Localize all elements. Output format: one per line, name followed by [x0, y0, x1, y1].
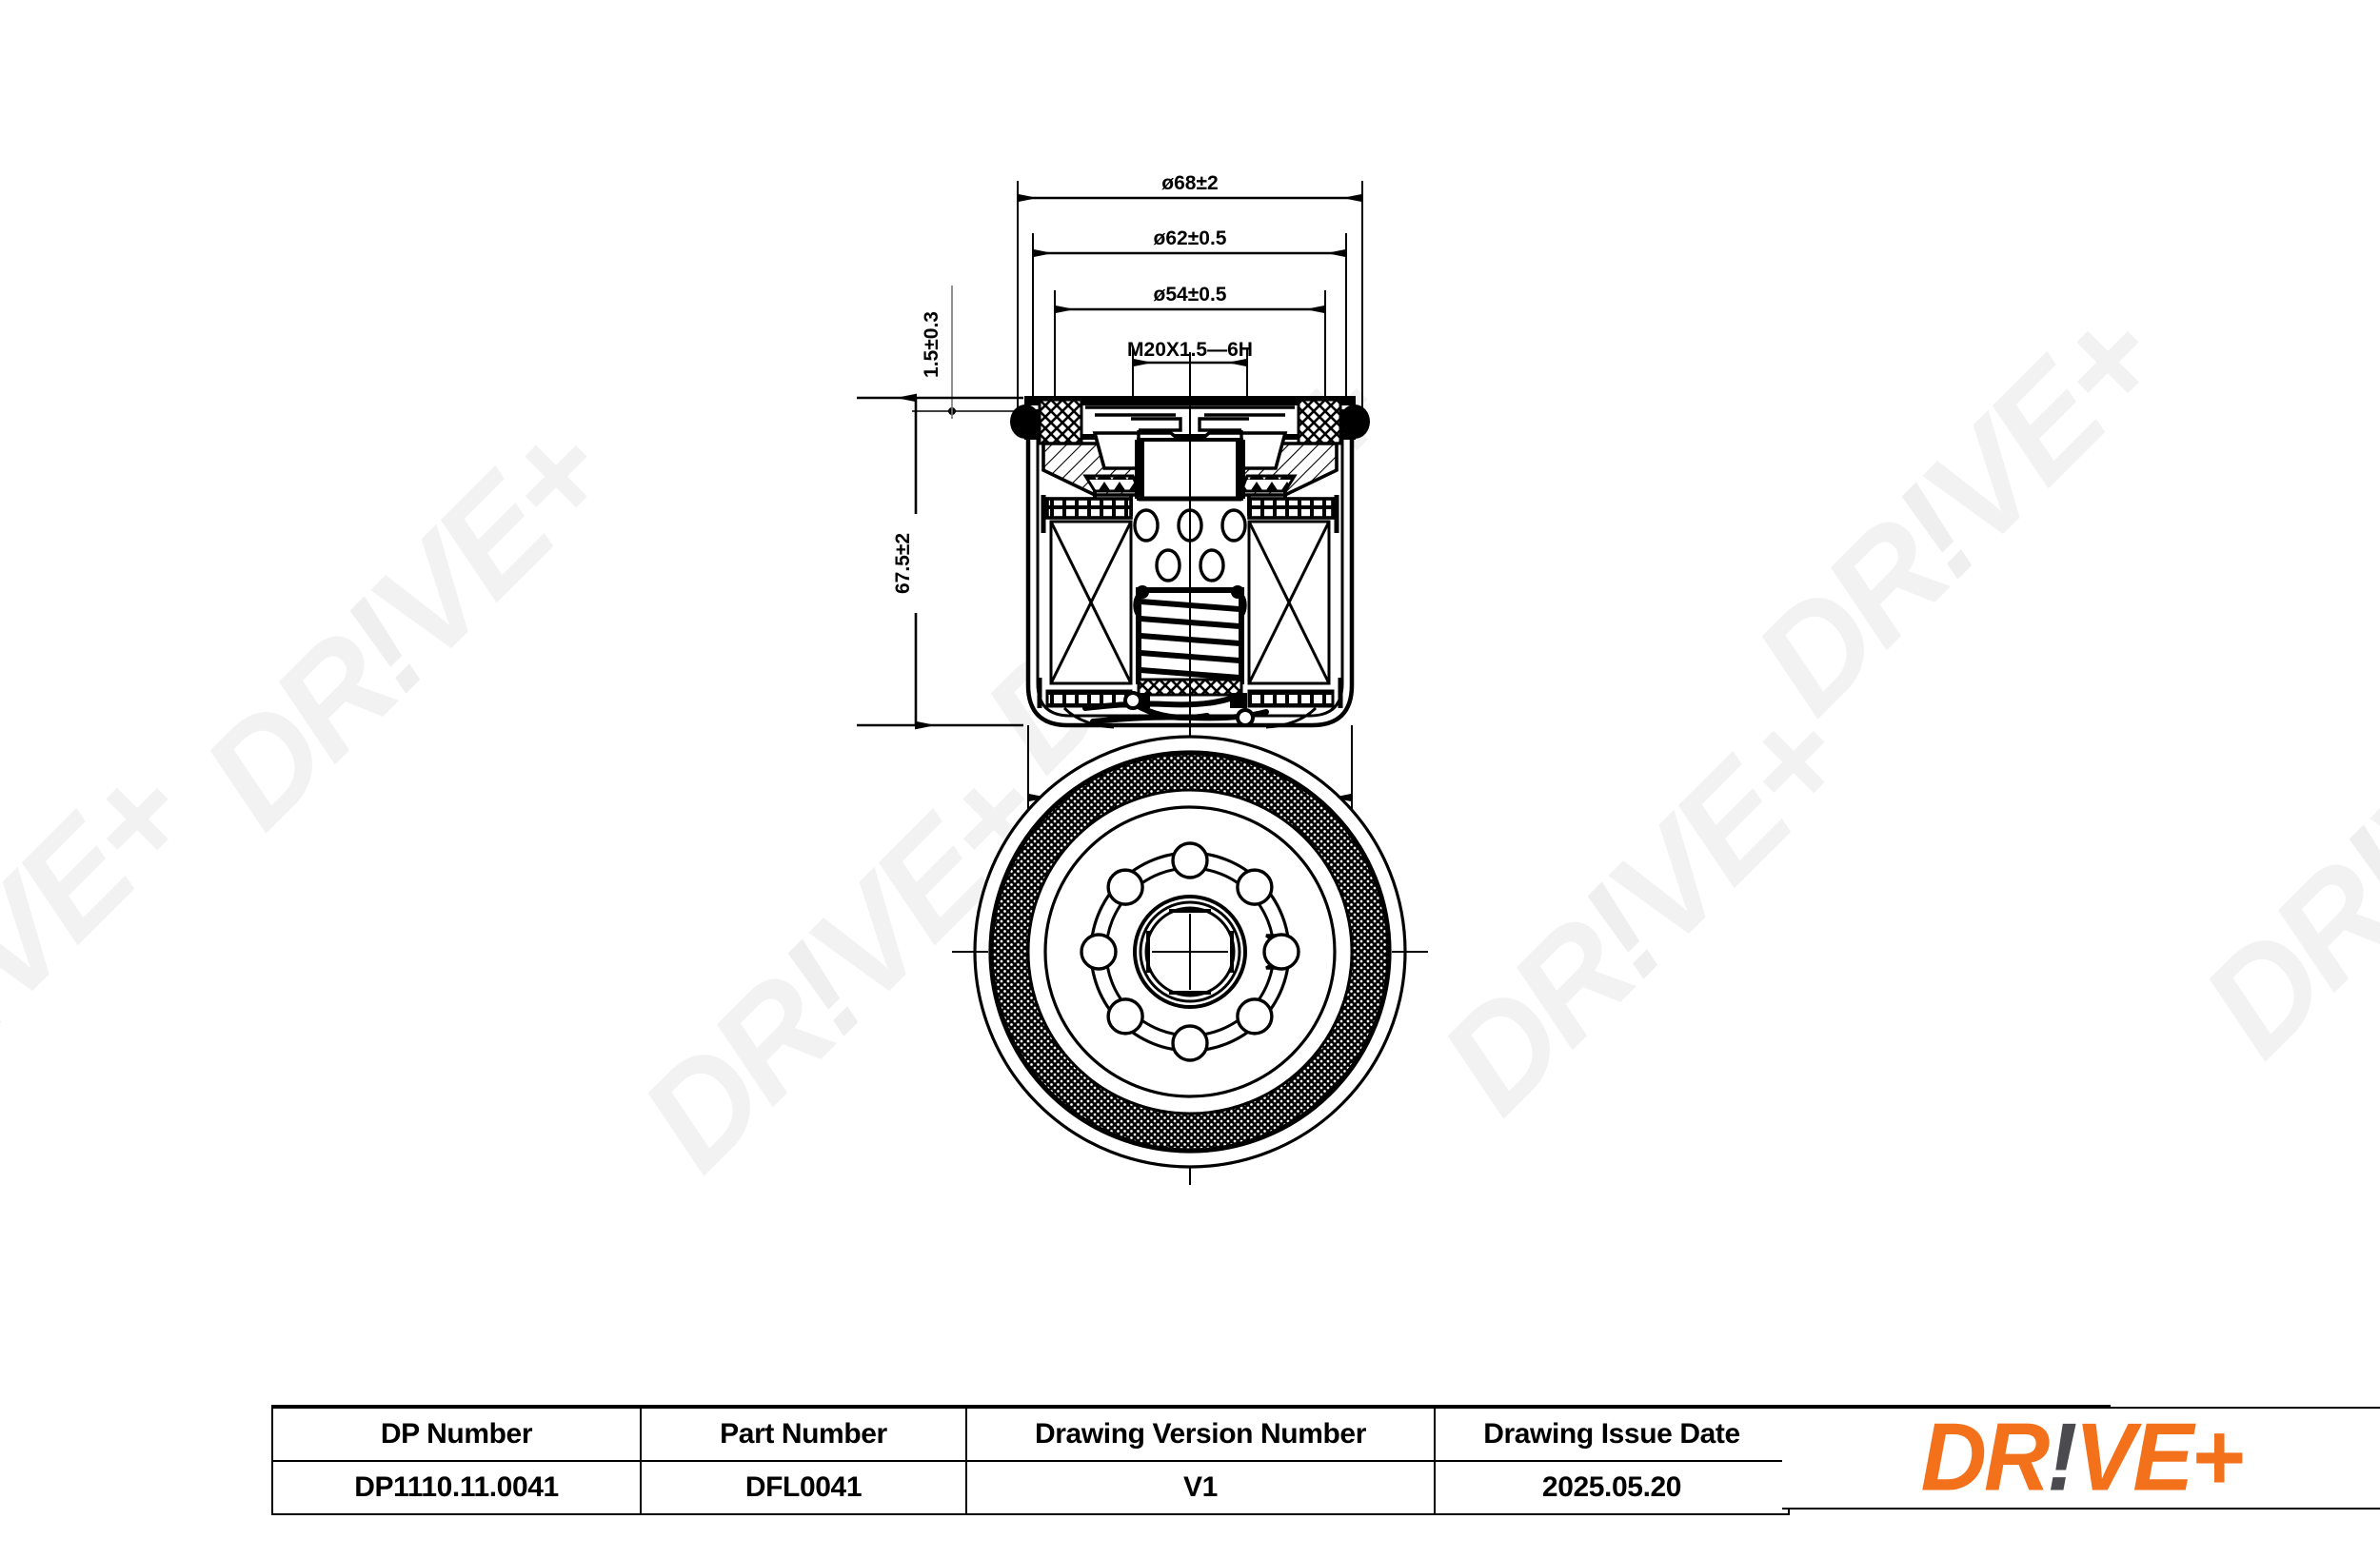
title-block: DP Number Part Number Drawing Version Nu…: [271, 1407, 2380, 1515]
dome-bottom-contours: [1062, 706, 1318, 729]
dim-label-overall-height: 67.5±2: [892, 533, 914, 594]
dimension-outer-diameter: ø68±2: [1017, 171, 1363, 203]
dimension-overall-height: 67.5±2: [857, 393, 1023, 730]
dim-label-outer-diameter: ø68±2: [1161, 172, 1218, 194]
value-dp-number: DP1110.11.0041: [271, 1460, 642, 1515]
title-block-table: DP Number Part Number Drawing Version Nu…: [271, 1407, 1790, 1515]
value-issue-date: 2025.05.20: [1434, 1460, 1790, 1515]
value-drawing-version: V1: [965, 1460, 1436, 1515]
title-block-value-row: DP1110.11.0041 DFL0041 V1 2025.05.20: [271, 1460, 1790, 1515]
gasket-seal: [1010, 398, 1370, 445]
logo-text-ve: VE+: [2074, 1407, 2244, 1510]
media-endcap-top: [1041, 495, 1339, 533]
header-drawing-version: Drawing Version Number: [965, 1407, 1436, 1462]
title-block-top-rule: [271, 1405, 2111, 1408]
inlet-holes: [1080, 841, 1300, 1062]
dim-label-thread: M20X1.5—6H: [1127, 339, 1253, 361]
gasket-ring: [990, 752, 1390, 1152]
center-thread: [1133, 895, 1247, 1009]
header-part-number: Part Number: [640, 1407, 967, 1462]
bottom-view: [952, 723, 1428, 1185]
value-part-number: DFL0041: [640, 1460, 967, 1515]
drive-plus-logo: DR!VE+: [1921, 1410, 2245, 1507]
dimension-seal-diameter: ø62±0.5: [1032, 227, 1347, 258]
dim-label-gasket-thickness: 1.5±0.3: [921, 311, 942, 378]
dimension-gasket-diameter: ø54±0.5: [1054, 283, 1326, 314]
brand-logo-cell: DR!VE+: [1782, 1407, 2380, 1510]
logo-text-dr: DR: [1920, 1407, 2051, 1510]
filter-media: [1049, 520, 1331, 685]
section-view: ø68±2 ø62±0.5 ø54±0.5 M20X1.5—6H: [857, 171, 1370, 809]
logo-exclamation-icon: !: [2047, 1407, 2077, 1510]
dim-label-gasket-diameter: ø54±0.5: [1154, 284, 1227, 306]
dim-label-seal-diameter: ø62±0.5: [1154, 227, 1227, 249]
header-dp-number: DP Number: [271, 1407, 642, 1462]
title-block-header-row: DP Number Part Number Drawing Version Nu…: [271, 1407, 1790, 1462]
header-issue-date: Drawing Issue Date: [1434, 1407, 1790, 1462]
